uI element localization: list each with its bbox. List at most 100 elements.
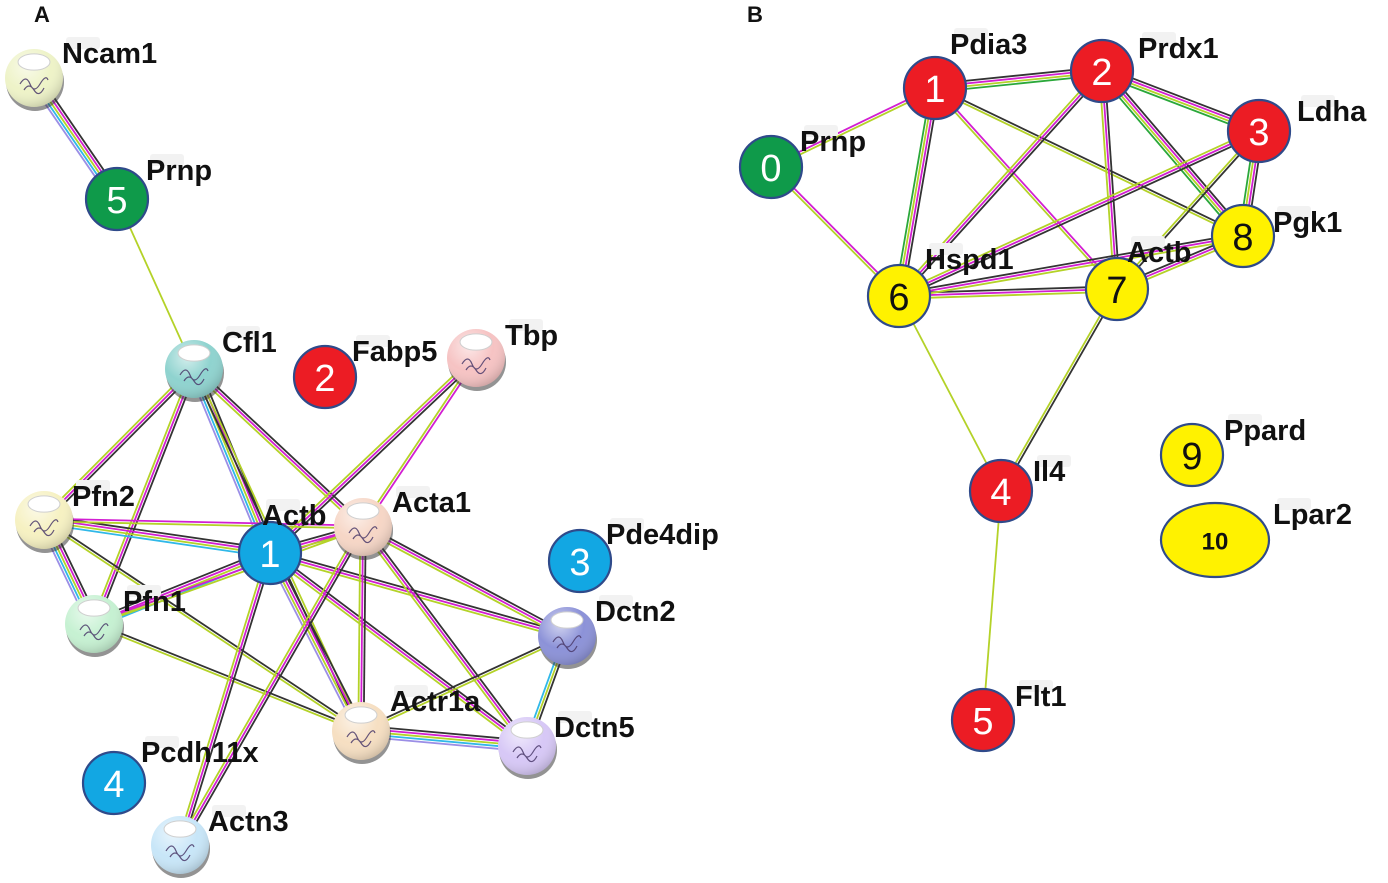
panel-a-edge-line-magenta: [43, 368, 195, 521]
panel-b-edge-line-magenta: [898, 235, 1244, 297]
protein-structure-icon: [165, 844, 195, 862]
panel-a-edge-dctn2-actr1a: [360, 633, 568, 734]
panel-a-edge-actb-actn3: [176, 551, 274, 847]
node-label: Pdia3: [950, 29, 1027, 61]
panel-a-edge-pfn2-acta1: [43, 517, 364, 530]
panel-a-label-shadow-cfl1: [226, 326, 260, 338]
panel-b-edge-pdia3-hspd1: [894, 87, 940, 297]
panel-a-edge-line-magenta: [360, 526, 364, 732]
panel-a-node-pfn2[interactable]: Pfn2: [15, 480, 135, 553]
node-label: Prnp: [800, 126, 866, 158]
panel-b-edge-prdx1-hspd1: [896, 68, 1105, 299]
node-label: Acta1: [392, 487, 471, 519]
panel-a-edge-line-cyan: [43, 523, 270, 558]
panel-a-edge-cfl1-pfn2: [41, 366, 197, 523]
panel-a-label-shadow-fabp5: [356, 335, 390, 347]
panel-a-node-tbp[interactable]: Tbp: [447, 319, 558, 391]
panel-a-edge-line-yellowgreen: [361, 636, 568, 734]
panel-b-edge-pdia3-actb: [933, 86, 1119, 291]
panel-a-node-actn3[interactable]: Actn3: [151, 805, 289, 878]
panel-b-node-ppard[interactable]: 9 Ppard: [1159, 414, 1306, 488]
panel-b-edge-actb-il4: [999, 287, 1119, 493]
panel-b-label-shadow-pgk1: [1277, 206, 1311, 218]
node-number: 8: [1232, 217, 1253, 259]
panel-b-edge-line-magenta: [898, 70, 1103, 297]
panel-a-node-acta1[interactable]: Acta1: [334, 486, 471, 560]
panel-b-edge-line-yellowgreen: [999, 287, 1117, 491]
panel-a-label-shadow-dctn5: [558, 711, 592, 723]
node-highlight: [163, 820, 197, 838]
node-circle: [547, 528, 613, 594]
panel-a-edge-line-yellowgreen: [94, 527, 364, 627]
node-circle: [968, 458, 1034, 524]
panel-a-node-cfl1[interactable]: Cfl1: [165, 326, 277, 402]
node-highlight: [550, 611, 584, 629]
panel-a-edge-line-black: [364, 524, 530, 745]
panel-a-node-actr1a[interactable]: Actr1a: [332, 685, 481, 764]
node-label: Actb: [262, 500, 326, 532]
panel-b-edge-line-black: [935, 85, 1244, 236]
node-number: 3: [1248, 112, 1269, 154]
panel-a-edge-line-black: [94, 621, 362, 731]
protein-structure-icon: [79, 623, 109, 641]
node-label: Prnp: [146, 155, 212, 187]
node-circle: [866, 263, 932, 329]
panel-a-edge-line-black: [272, 550, 366, 730]
panel-b-label-shadow-pdia3: [954, 28, 988, 40]
panel-a-node-dctn5[interactable]: Dctn5: [498, 711, 635, 779]
panel-a-edge-line-lavender: [188, 370, 266, 556]
node-number: 9: [1181, 436, 1202, 478]
panel-b-edge-hspd1-pgk1: [898, 232, 1244, 300]
node-number: 7: [1106, 270, 1127, 312]
panel-a-edge-line-yellowgreen: [41, 366, 193, 519]
node-number: 4: [103, 764, 124, 806]
protein-structure-icon: [512, 745, 542, 763]
panel-b-edge-line-black: [902, 88, 940, 297]
node-label: Actr1a: [390, 686, 481, 718]
node-label: Fabp5: [352, 336, 437, 368]
node-number: 4: [990, 472, 1011, 514]
panel-b-edge-line-magenta: [1102, 69, 1245, 236]
panel-b-edge-line-yellowgreen: [1100, 71, 1243, 238]
panel-a-node-dctn2[interactable]: Dctn2: [538, 595, 676, 669]
panel-b-edge-line-yellowgreen: [899, 237, 1244, 300]
node-label: Ncam1: [62, 38, 157, 70]
node-label: Pfn1: [123, 586, 186, 618]
panel-a-edge-actb-dctn5: [267, 550, 530, 749]
node-label: Cfl1: [222, 327, 277, 359]
panel-a-edge-line-yellowgreen: [267, 355, 475, 552]
panel-a-node-ncam1[interactable]: Ncam1: [5, 37, 157, 111]
node-number: 2: [1091, 52, 1112, 94]
panel-b-edge-line-yellowgreen: [1115, 129, 1259, 289]
panel-a-node-pfn1[interactable]: Pfn1: [65, 585, 186, 657]
panel-b-label-shadow-prnp: [804, 125, 838, 137]
panel-a-edge-line-black: [360, 633, 567, 731]
panel-a-label-shadow-dctn2: [599, 595, 633, 607]
panel-a-edge-line-lavender: [265, 554, 359, 734]
panel-a-label-shadow-actr1a: [394, 685, 428, 697]
panel-b-label-shadow-flt1: [1019, 680, 1053, 692]
panel-a-edge-pfn1-actr1a: [93, 621, 362, 734]
panel-b-edge-line-black: [1117, 131, 1261, 291]
node-number: 6: [888, 277, 909, 319]
panel-b-label-shadow-ppard: [1228, 414, 1262, 426]
panel-a-edge-line-magenta: [269, 552, 568, 637]
panel-b-edge-line-magenta: [898, 288, 1118, 297]
node-label: Ppard: [1224, 415, 1306, 447]
